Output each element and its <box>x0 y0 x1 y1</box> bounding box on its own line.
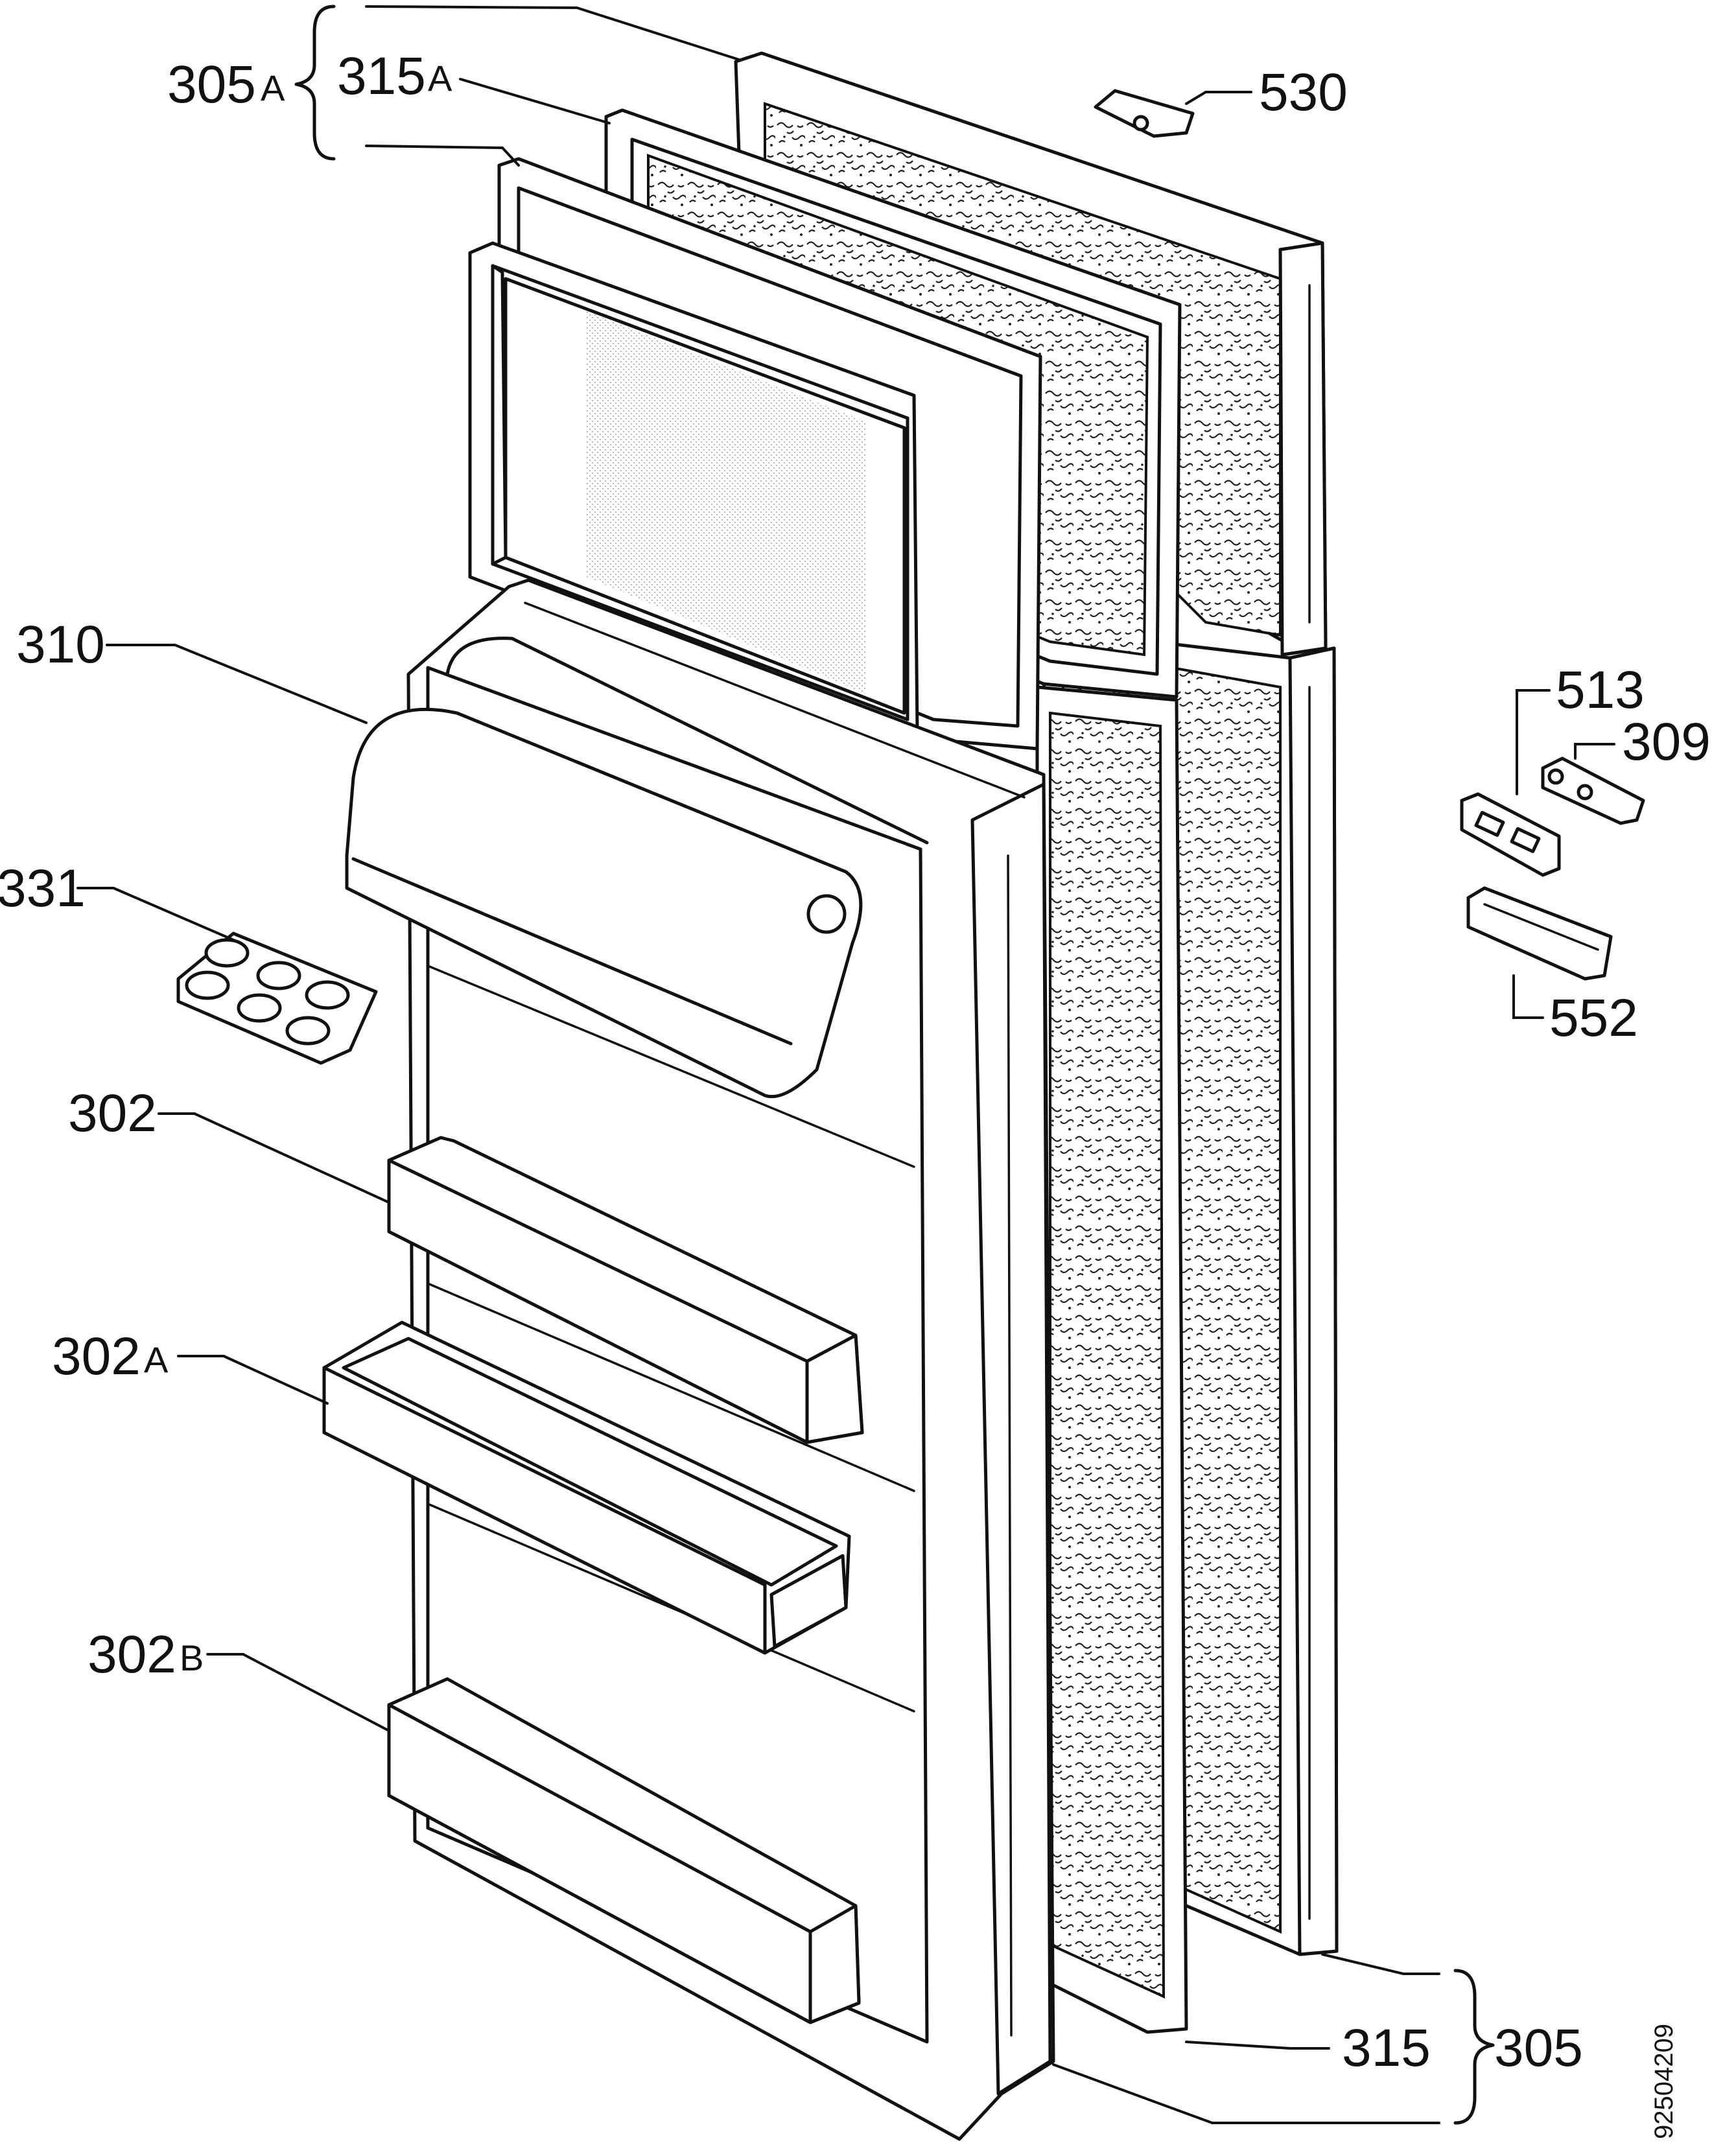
label-315: 315 <box>1342 2019 1431 2078</box>
label-309: 309 <box>1622 712 1711 771</box>
label-305a-suffix: A <box>261 67 285 108</box>
label-302b: 302 <box>88 1625 176 1684</box>
document-id: 92504209 <box>1650 2024 1678 2139</box>
part-310-dairy-lid <box>345 707 863 1099</box>
label-305: 305 <box>1494 2019 1583 2078</box>
part-labels: 305 A 315 A 530 310 331 302 302 A 302 B … <box>0 47 1711 2139</box>
part-309-cover <box>1541 756 1645 825</box>
part-302b-door-shelf <box>387 1677 861 2024</box>
part-302-door-shelf <box>387 1136 864 1444</box>
label-530: 530 <box>1259 63 1348 122</box>
label-552: 552 <box>1549 989 1638 1048</box>
part-331-egg-tray <box>176 931 378 1065</box>
label-513: 513 <box>1556 661 1645 720</box>
label-310: 310 <box>16 615 105 674</box>
label-305a: 305 <box>167 55 256 114</box>
part-530-hinge-cover <box>1094 89 1195 138</box>
label-331: 331 <box>0 859 86 918</box>
label-302a-suffix: A <box>144 1339 169 1380</box>
label-315a-suffix: A <box>428 58 452 99</box>
label-302a: 302 <box>52 1327 141 1386</box>
leader-lines <box>76 5 1615 2125</box>
part-302a-door-shelf <box>322 1320 851 1655</box>
part-552-handle <box>1466 886 1613 981</box>
part-513-handle-bracket <box>1460 792 1561 877</box>
label-302b-suffix: B <box>180 1637 204 1678</box>
label-315a: 315 <box>337 47 426 106</box>
label-302: 302 <box>68 1084 157 1143</box>
